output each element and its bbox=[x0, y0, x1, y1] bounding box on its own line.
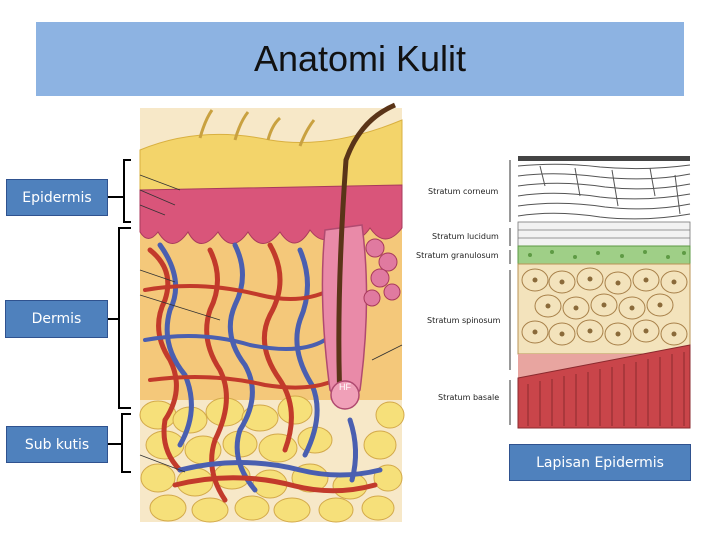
bracket-subkutis bbox=[121, 413, 131, 473]
subkutis-label-box: Sub kutis bbox=[6, 426, 108, 463]
stratum-lucidum-label: Stratum lucidum bbox=[432, 232, 499, 241]
layer-brackets bbox=[108, 159, 131, 473]
strata-labels: Stratum corneum Stratum lucidum Stratum … bbox=[416, 187, 501, 402]
hair-follicle: HF bbox=[321, 102, 401, 410]
epidermis-layers-figure bbox=[509, 156, 691, 429]
stratum-granulosum-region bbox=[517, 245, 691, 265]
spinosum-cells bbox=[521, 267, 688, 346]
surface-hairs bbox=[198, 109, 316, 147]
epidermis-label-box: Epidermis bbox=[6, 179, 108, 216]
page-title: Anatomi Kulit bbox=[253, 38, 467, 79]
caption-label: Lapisan Epidermis bbox=[536, 454, 664, 471]
dermis-label: Dermis bbox=[31, 311, 82, 327]
caption-box: Lapisan Epidermis bbox=[509, 444, 691, 481]
hair-follicle-label: HF bbox=[339, 382, 351, 392]
epidermis-surface bbox=[139, 119, 403, 196]
stratum-lucidum-region bbox=[517, 221, 691, 247]
pointer-lines bbox=[139, 174, 403, 473]
subkutis-label: Sub kutis bbox=[24, 436, 90, 453]
skin-block: HF bbox=[139, 102, 405, 523]
blood-vessels bbox=[143, 242, 383, 503]
bracket-epidermis bbox=[123, 159, 131, 223]
epidermis-label: Epidermis bbox=[22, 189, 92, 206]
granules bbox=[528, 250, 686, 259]
title-bar: Anatomi Kulit bbox=[36, 22, 684, 96]
stratum-granulosum-label: Stratum granulosum bbox=[416, 251, 499, 260]
dermis-label-box: Dermis bbox=[5, 300, 108, 338]
stratum-corneum-label: Stratum corneum bbox=[428, 187, 498, 196]
basale-cells bbox=[527, 352, 685, 426]
bracket-dermis bbox=[118, 227, 131, 409]
stratum-basale-label: Stratum basale bbox=[438, 393, 499, 402]
stratum-spinosum-label: Stratum spinosum bbox=[427, 316, 501, 325]
stratum-corneum-region bbox=[517, 156, 691, 220]
stratum-basale-region bbox=[517, 344, 691, 429]
spinosum-nuclei bbox=[532, 276, 677, 337]
